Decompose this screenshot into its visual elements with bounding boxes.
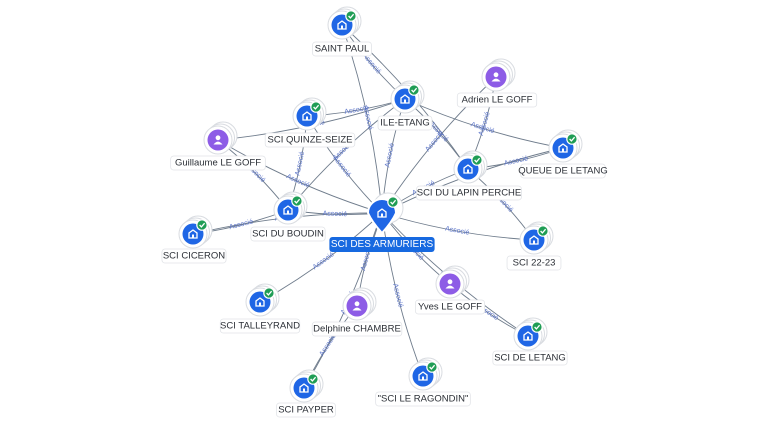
check-badge-icon (307, 373, 319, 385)
node-label-background (219, 318, 301, 334)
check-badge-icon (387, 196, 399, 208)
edge-label: Associé (445, 225, 470, 236)
node-label: SCI CICERON (163, 251, 225, 262)
edge-ile-etang-to-queue-letang (404, 98, 564, 150)
edge-ragondin-to-center (380, 212, 424, 377)
node-delphine[interactable]: Delphine CHAMBRE (311, 287, 403, 337)
building-icon (400, 94, 410, 104)
node-de-letang[interactable]: SCI DE LETANG (492, 317, 568, 366)
center-node[interactable]: SCI DES ARMURIERS (329, 192, 435, 252)
check-badge-icon (531, 321, 543, 333)
edge-guillaume-to-center (217, 139, 383, 214)
building-icon (418, 371, 428, 381)
check-badge-icon (263, 287, 275, 299)
edge-label: Associé (312, 251, 336, 271)
node-label: SCI DU BOUDIN (252, 229, 324, 240)
node-label: SCI DE LETANG (494, 353, 566, 364)
check-badge-icon (471, 154, 483, 166)
node-label-background (161, 248, 227, 264)
building-icon (283, 205, 293, 215)
node-label-background (377, 115, 433, 131)
node-quinze-seize[interactable]: SCI QUINZE-SEIZE (264, 97, 356, 148)
node-ile-etang[interactable]: ILE-ETANG (377, 80, 433, 131)
person-icon (491, 72, 501, 82)
building-icon (299, 383, 309, 393)
center-node-pin[interactable] (366, 192, 404, 235)
node-label-background (520, 163, 606, 179)
building-icon (188, 229, 198, 239)
edge-label: Associé (318, 333, 337, 357)
node-label-background (312, 41, 372, 57)
building-icon (255, 297, 265, 307)
edge-label: Associé (362, 105, 374, 131)
node-label-background (311, 321, 403, 337)
node-sci-22-23[interactable]: SCI 22-23 (506, 221, 562, 271)
node-label-background (375, 391, 471, 407)
building-icon (529, 235, 539, 245)
node-label: SCI TALLEYRAND (220, 321, 300, 332)
node-du-boudin[interactable]: SCI DU BOUDIN (250, 191, 326, 242)
edge-label: Associé (384, 143, 396, 169)
node-guillaume[interactable]: Guillaume LE GOFF (170, 121, 266, 171)
edge-label: Associé (228, 218, 254, 231)
node-label: QUEUE DE LETANG (518, 166, 608, 177)
node-label-background (456, 92, 538, 108)
person-icon (445, 279, 455, 289)
node-label: Adrien LE GOFF (462, 95, 533, 106)
node-lapin-perche[interactable]: SCI DU LAPIN PERCHE (416, 150, 522, 201)
node-label: SAINT PAUL (315, 44, 370, 55)
node-payper[interactable]: SCI PAYPER (276, 369, 336, 418)
edge-label: Associé (331, 155, 352, 179)
check-badge-icon (196, 219, 208, 231)
node-label: ILE-ETANG (380, 118, 429, 129)
node-label-background (416, 185, 522, 201)
edge-label: Associé (323, 210, 348, 218)
person-icon (213, 135, 223, 145)
building-icon (337, 20, 347, 30)
edge-label: Associé (424, 130, 445, 153)
check-badge-icon (537, 225, 549, 237)
node-label: Guillaume LE GOFF (175, 158, 261, 169)
node-talleyrand[interactable]: SCI TALLEYRAND (219, 283, 301, 334)
node-adrien[interactable]: Adrien LE GOFF (456, 58, 538, 108)
node-queue-letang[interactable]: QUEUE DE LETANG (518, 129, 608, 179)
building-icon (463, 164, 473, 174)
check-badge-icon (566, 133, 578, 145)
check-badge-icon (310, 101, 322, 113)
node-label-background (264, 132, 356, 148)
node-saint-paul[interactable]: SAINT PAUL (312, 6, 372, 57)
check-badge-icon (345, 10, 357, 22)
center-label-background (329, 237, 435, 252)
check-badge-icon (408, 84, 420, 96)
building-icon (302, 111, 312, 121)
node-label: SCI PAYPER (278, 405, 334, 416)
node-label-background (276, 402, 336, 418)
edge-label: Associé (344, 105, 369, 116)
node-label-background (170, 155, 266, 171)
building-icon (377, 208, 387, 218)
node-label-background (414, 299, 485, 315)
node-label: Yves LE GOFF (418, 302, 482, 313)
edge-label: Associé (391, 283, 404, 309)
node-label: SCI DU LAPIN PERCHE (417, 188, 522, 199)
building-icon (558, 143, 568, 153)
node-ragondin[interactable]: "SCI LE RAGONDIN" (375, 357, 471, 407)
node-yves[interactable]: Yves LE GOFF (414, 265, 485, 315)
edge-label: Associé (294, 151, 306, 177)
person-icon (352, 301, 362, 311)
check-badge-icon (426, 361, 438, 373)
node-label: Delphine CHAMBRE (313, 324, 401, 335)
node-label: SCI QUINZE-SEIZE (268, 135, 353, 146)
building-icon (523, 331, 533, 341)
node-label: "SCI LE RAGONDIN" (378, 394, 469, 405)
node-label: SCI 22-23 (513, 258, 556, 269)
center-label: SCI DES ARMURIERS (331, 239, 434, 250)
node-label-background (492, 350, 568, 366)
node-label-background (250, 226, 326, 242)
node-ciceron[interactable]: SCI CICERON (161, 215, 227, 264)
nodes-layer: SAINT PAUL ILE-ETANG Adrien LE GOFF SCI QUI… (161, 6, 608, 418)
check-badge-icon (291, 195, 303, 207)
node-label-background (506, 255, 562, 271)
